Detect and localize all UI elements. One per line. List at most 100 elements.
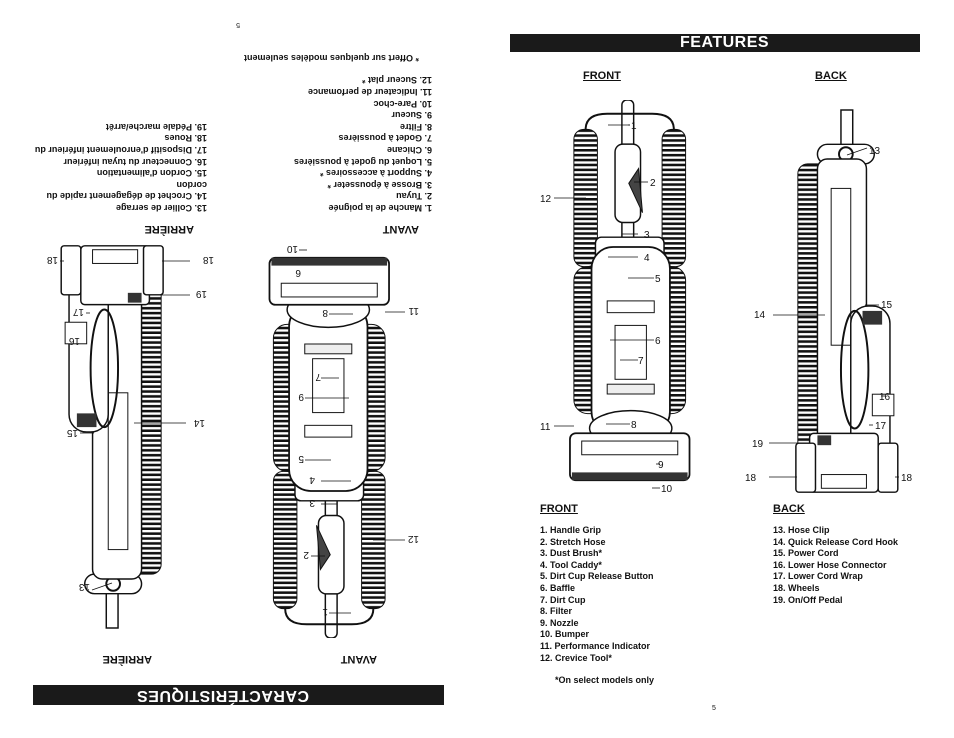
list-item: 2. Tuyau [396,191,432,202]
callout-2: 2 [303,549,309,560]
caracteristiques-banner: CARACTÉRISTIQUES [33,685,444,705]
callout-13: 13 [869,146,881,157]
list-item: 3. Brosse à épousseter * [327,179,432,190]
callout-15: 15 [881,300,893,311]
callout-4: 4 [309,474,315,485]
list-item: 13. Hose Clip [773,525,830,535]
callout-10: 10 [286,243,298,254]
callout-15: 15 [66,427,78,438]
avant-list-heading: AVANT [382,223,419,235]
list-item: 1. Manche de la poignée [328,203,432,213]
callout-16: 16 [879,392,891,403]
list-item: 4. Support à accessoires * [319,168,432,179]
callout-18-left: 18 [745,473,757,484]
list-item: 17. Lower Cord Wrap [773,571,863,582]
list-item: 14. Crochet de dégagement rapide du [46,191,207,202]
callout-7: 7 [315,371,321,382]
avant-feature-list: 1. Manche de la poignée 2. Tuyau 3. Bros… [294,74,432,213]
french-page: CARACTÉRISTIQUES AVANT ARRIÈRE 1 2 12 3 … [33,21,444,705]
arriere-list-heading: ARRIÈRE [144,223,194,235]
callout-17: 17 [72,306,84,317]
callout-3: 3 [309,497,315,508]
callout-19: 19 [195,288,207,299]
callout-19: 19 [752,439,764,450]
caracteristiques-title: CARACTÉRISTIQUES [136,687,309,704]
list-item: 10. Pare-choc [373,98,432,109]
list-item: 7. Godet à poussières [338,133,432,144]
list-item: 19. Pédale marche/arrêt [105,121,207,132]
list-item: 18. Wheels [773,582,820,593]
page-number: 5 [236,21,240,28]
front-diagram-label: FRONT [583,70,621,82]
avant-label: AVANT [340,653,377,665]
arriere-feature-list: 13. Collier de serrage 14. Crochet de dé… [35,120,207,213]
callout-6: 6 [655,336,661,347]
list-item: 16. Connecteur du tuyau inférieur [63,156,207,167]
features-title: FEATURES [680,34,770,51]
page-number: 5 [712,705,716,712]
callout-12: 12 [540,194,552,205]
list-item: 19. On/Off Pedal [773,594,843,605]
list-item: 11. Indicateur de perfomance [307,87,432,98]
arriere-vacuum-diagram: 13 15 14 16 17 19 18 18 [46,244,214,629]
list-item: 6. Baffle [540,582,576,593]
back-feature-list: 13. Hose Clip 14. Quick Release Cord Hoo… [773,525,898,606]
front-list-heading: FRONT [540,503,578,515]
list-item: 7. Dirt Cup [540,594,586,605]
list-item: 14. Quick Release Cord Hook [773,536,899,547]
front-vacuum-diagram: 1 2 12 3 4 5 6 7 8 11 9 10 [540,100,691,495]
callout-5: 5 [298,453,304,464]
callout-9: 9 [658,460,664,471]
list-item: 5. Dirt Cup Release Button [540,571,654,582]
list-item: 4. Tool Caddy* [540,559,602,570]
list-item: 3. Dust Brush* [540,548,603,559]
list-item: 16. Lower Hose Connector [773,559,887,570]
front-feature-list: 1. Handle Grip 2. Stretch Hose 3. Dust B… [540,525,654,664]
callout-18-right: 18 [46,254,58,265]
callout-17: 17 [875,421,887,432]
avis-footnote: * Offert sur quelques modèles seulement [243,53,419,63]
callout-18-left: 18 [202,254,214,265]
callout-6: 6 [295,267,301,278]
list-item: 11. Performance Indicator [540,640,651,651]
list-item: 9. Nozzle [540,617,579,628]
list-item: 17. Dispositif d'enroulement inférieur d… [34,145,207,156]
callout-14: 14 [193,417,205,428]
callout-1: 1 [322,606,328,617]
callout-18-right: 18 [901,473,913,484]
list-item: 18. Roues [164,133,207,144]
list-item: 6. Chicane [386,145,432,156]
list-item: 12. Crevice Tool* [540,652,612,663]
features-banner: FEATURES [510,34,920,52]
list-item: 9. Suceur [391,110,432,121]
arriere-label: ARRIÈRE [102,653,152,665]
callout-10: 10 [661,484,673,495]
list-item: 15. Power Cord [773,548,839,559]
callout-8: 8 [322,307,328,318]
callout-11: 11 [540,422,551,433]
callout-11: 11 [408,305,419,316]
callout-1: 1 [631,121,637,132]
callout-13: 13 [78,581,90,592]
list-item: 12. Suceur plat * [361,75,432,86]
callout-2: 2 [650,178,656,189]
back-vacuum-diagram: 13 15 14 16 17 19 18 18 [745,109,913,494]
list-item: 2. Stretch Hose [540,536,606,547]
callout-3: 3 [644,230,650,241]
list-item: 10. Bumper [540,629,590,640]
callout-5: 5 [655,274,661,285]
list-item: 8. Filter [540,606,573,617]
callout-7: 7 [638,356,644,367]
callout-16: 16 [68,335,80,346]
back-diagram-label: BACK [815,70,847,82]
list-item: 5. Loquet du godet à poussières [293,156,432,167]
avant-vacuum-diagram: 1 2 12 3 4 5 9 7 8 11 6 10 [268,243,419,638]
callout-9: 9 [298,391,304,402]
list-item: cordon [176,179,208,190]
callout-14: 14 [754,310,766,321]
list-item: 13. Collier de serrage [115,203,207,213]
callout-4: 4 [644,253,650,264]
list-item: 1. Handle Grip [540,525,602,535]
footnote: *On select models only [555,675,655,685]
callout-8: 8 [631,420,637,431]
